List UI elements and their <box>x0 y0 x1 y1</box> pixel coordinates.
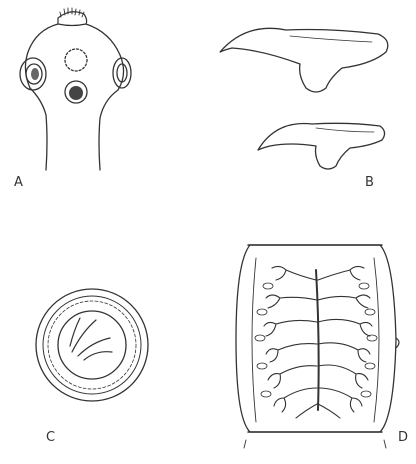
egg-drawing <box>36 289 148 401</box>
hooks-drawing <box>220 28 388 169</box>
panel-label-a: A <box>14 175 23 190</box>
panel-label-d: D <box>398 430 408 445</box>
proglottid-drawing <box>236 245 399 448</box>
panel-label-c: C <box>46 430 55 445</box>
panel-label-b: B <box>365 175 374 190</box>
scolex-drawing <box>20 8 131 170</box>
